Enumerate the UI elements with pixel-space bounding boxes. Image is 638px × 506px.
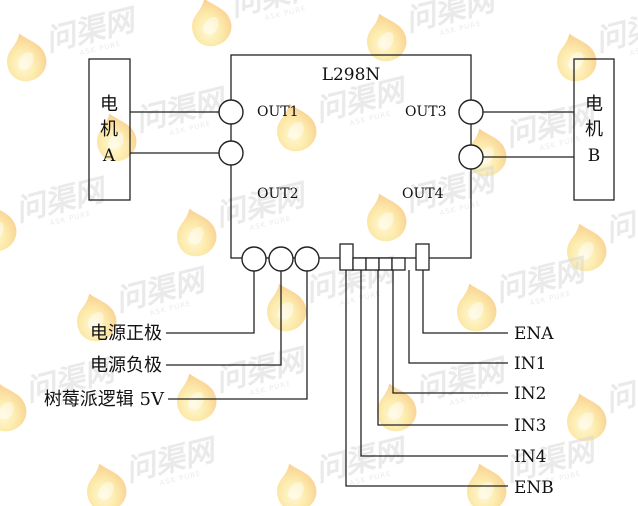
wire-ena bbox=[422, 270, 508, 334]
label-power-pos: 电源正极 bbox=[90, 323, 162, 344]
power-wires: 电源正极 电源负极 树莓派逻辑 5V bbox=[44, 271, 308, 410]
label-ena: ENA bbox=[514, 324, 554, 344]
motor-b-box bbox=[573, 58, 615, 201]
label-in4: IN4 bbox=[514, 447, 546, 467]
wire-in3 bbox=[377, 270, 508, 426]
motor-a-label-3: A bbox=[102, 146, 116, 166]
wire-enb bbox=[345, 270, 508, 487]
watermark-text: 问渠网 bbox=[602, 362, 638, 419]
out2-label: OUT2 bbox=[257, 186, 299, 202]
in4-pin bbox=[352, 257, 367, 271]
label-in1: IN1 bbox=[514, 354, 546, 374]
out3-terminal bbox=[458, 99, 484, 125]
wire-power-pos bbox=[166, 271, 255, 334]
motor-b-label-3: B bbox=[588, 146, 601, 166]
out2-terminal bbox=[218, 140, 244, 166]
wire-in1 bbox=[408, 270, 508, 364]
out4-terminal bbox=[458, 144, 484, 170]
motor-b-label-1: 电 bbox=[585, 94, 603, 115]
out1-label: OUT1 bbox=[257, 104, 299, 120]
watermark-text: 问渠网 bbox=[602, 192, 638, 249]
wire-logic-5v bbox=[168, 271, 308, 400]
logic-5v-terminal bbox=[294, 246, 320, 272]
control-wires: ENA IN1 IN2 IN3 IN4 ENB bbox=[345, 270, 554, 498]
chip-title: L298N bbox=[322, 65, 381, 85]
wire-in4 bbox=[360, 270, 508, 457]
motor-a-label-2: 机 bbox=[100, 119, 118, 140]
label-power-neg: 电源负极 bbox=[90, 355, 162, 376]
in3-pin bbox=[365, 257, 380, 271]
label-logic-5v: 树莓派逻辑 5V bbox=[44, 389, 165, 410]
motor-b: 电 机 B bbox=[483, 58, 615, 201]
enb-pin bbox=[339, 243, 354, 271]
label-enb: ENB bbox=[514, 478, 554, 498]
label-in2: IN2 bbox=[514, 384, 546, 404]
motor-a-box bbox=[88, 58, 131, 201]
motor-a-label-1: 电 bbox=[100, 94, 118, 115]
motor-a: 电 机 A bbox=[88, 58, 219, 201]
out3-label: OUT3 bbox=[405, 104, 447, 120]
wire-power-neg bbox=[166, 271, 282, 366]
out1-terminal bbox=[218, 99, 244, 125]
out4-label: OUT4 bbox=[402, 186, 444, 202]
label-in3: IN3 bbox=[514, 416, 546, 436]
ena-pin bbox=[415, 243, 430, 271]
watermark-subtext: ASK PURE bbox=[629, 39, 638, 57]
wire-in2 bbox=[392, 270, 508, 394]
motor-b-label-2: 机 bbox=[585, 119, 603, 140]
in2-pin bbox=[378, 257, 393, 271]
power-pos-terminal bbox=[241, 246, 267, 272]
in1-pin bbox=[391, 257, 406, 271]
power-neg-terminal bbox=[268, 246, 294, 272]
